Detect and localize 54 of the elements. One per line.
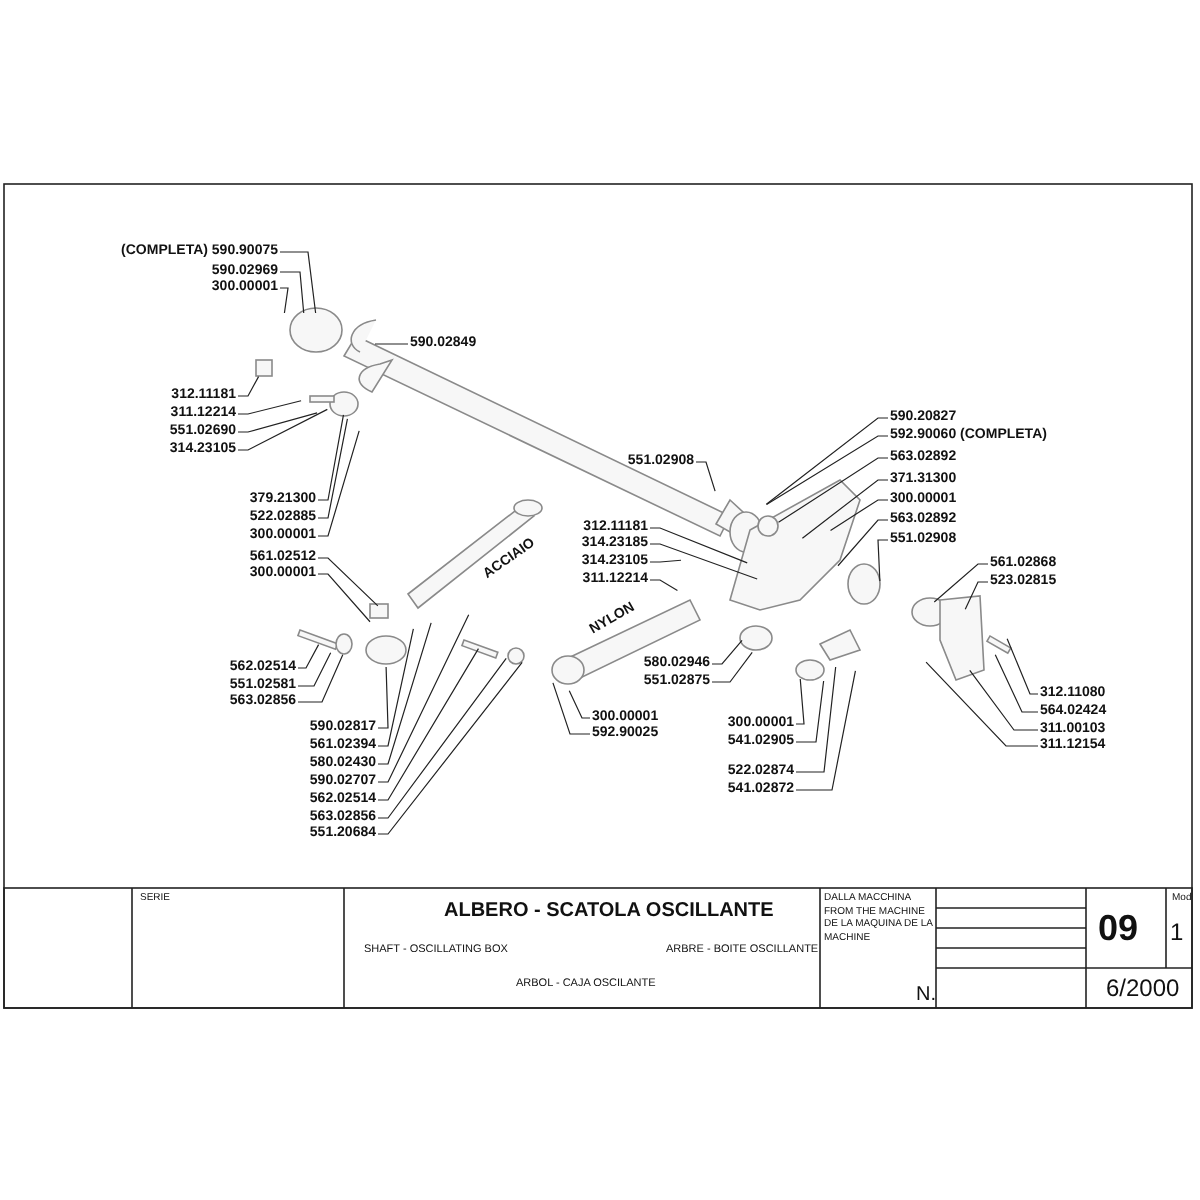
leader-line [377, 666, 389, 729]
leader-line [237, 376, 260, 397]
leader-line [795, 680, 825, 743]
leader-line [568, 690, 591, 719]
leader-line [969, 669, 1039, 731]
leader-line [237, 408, 328, 451]
leader-line [795, 678, 805, 725]
leader-line [374, 343, 409, 345]
leader-line [279, 271, 305, 314]
leader-line [237, 412, 318, 433]
leader-line [795, 670, 856, 791]
leader-line [297, 654, 344, 703]
leader-line [829, 499, 889, 531]
field-label: N. [916, 984, 936, 1006]
sheet-number: 09 [1098, 908, 1139, 950]
leader-line [711, 639, 743, 665]
leader-line [933, 563, 989, 603]
leader-line [925, 661, 1039, 747]
leader-line [377, 628, 414, 747]
leader-line [377, 614, 470, 783]
leader-line [837, 519, 889, 567]
revision-number: 1 [1170, 918, 1184, 946]
leader-line [777, 457, 889, 523]
leader-line [279, 287, 289, 314]
leader-line [877, 539, 889, 582]
leader-line [649, 543, 758, 580]
leader-line [377, 648, 480, 801]
leader-line [377, 657, 507, 819]
leader-line [237, 400, 302, 415]
leader-line [711, 651, 753, 683]
leader-line [317, 557, 379, 607]
leader-line [317, 430, 360, 537]
leader-line [317, 573, 371, 623]
leader-line [765, 435, 889, 506]
leader-line [377, 622, 432, 765]
leader-line [795, 666, 837, 773]
date-text: 6/2000 [1106, 974, 1180, 1002]
leader-line [801, 479, 889, 539]
leader-line [765, 417, 889, 505]
leader-line [297, 652, 332, 687]
leader-line [1006, 638, 1039, 695]
leader-line [317, 418, 349, 519]
leader-line [279, 251, 317, 314]
leader-line [317, 414, 345, 501]
leader-line [649, 559, 682, 563]
title-text: ALBERO - SCATOLA OSCILLANTE [444, 900, 774, 922]
leader-line [649, 527, 748, 564]
leader-line [649, 579, 679, 592]
leader-line [695, 461, 716, 492]
leader-line [964, 581, 989, 610]
leader-line [297, 644, 320, 669]
leader-line [994, 654, 1039, 713]
leader-line [552, 682, 591, 735]
leader-line [377, 661, 523, 835]
